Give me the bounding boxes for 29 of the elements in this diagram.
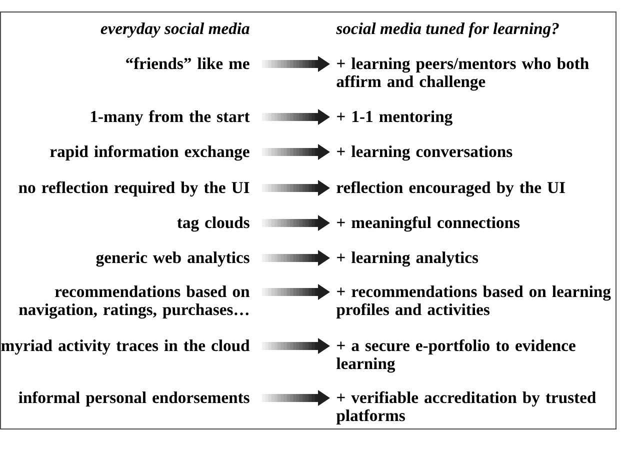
improvement-text: + a secure e-portfolio to evidence learning <box>336 339 576 373</box>
feature-text: tag clouds <box>177 216 250 232</box>
improvement-text: + learning peers/mentors who both affirm and challenge <box>336 57 589 91</box>
improvement-text: + recommendations based on learning profiles and activities <box>336 285 611 319</box>
arrow <box>262 390 330 406</box>
feature-text: rapid information exchange <box>50 145 250 161</box>
arrow <box>262 338 330 354</box>
column-heading: social media tuned for learning? <box>336 22 559 38</box>
improvement-text: + learning conversations <box>337 145 512 161</box>
feature-text: “friends” like me <box>126 57 250 70</box>
feature-text: 1-many from the start <box>91 110 250 126</box>
column-heading: everyday social media <box>100 22 250 38</box>
feature-text: no reflection required by the UI <box>18 181 250 197</box>
improvement-text: + learning analytics <box>337 251 478 267</box>
improvement-text: + meaningful connections <box>337 216 520 232</box>
arrow <box>262 284 330 300</box>
arrow <box>262 215 330 231</box>
feature-text: generic web analytics <box>96 251 250 267</box>
improvement-text: + 1-1 mentoring <box>337 110 452 126</box>
feature-text: recommendations based on navigation, ratings, purchases… <box>19 285 250 319</box>
arrow <box>262 56 330 72</box>
arrow <box>262 180 330 196</box>
improvement-text: + verifiable accreditation by trusted platforms <box>336 391 596 425</box>
arrow <box>262 144 330 160</box>
feature-text: myriad activity traces in the cloud <box>1 340 250 355</box>
feature-text: informal personal endorsements <box>18 391 250 407</box>
improvement-text: reflection encouraged by the UI <box>336 181 565 197</box>
arrow <box>262 250 330 266</box>
arrow <box>262 109 330 125</box>
